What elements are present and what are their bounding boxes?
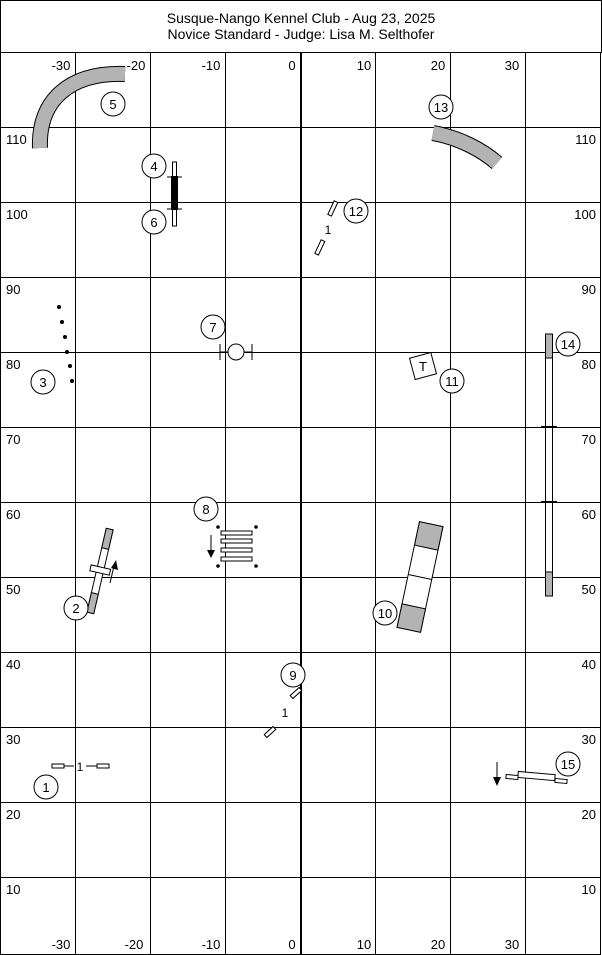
- y-tick-label: 90: [6, 282, 20, 297]
- svg-text:9: 9: [289, 668, 296, 683]
- y-tick-label: 40: [582, 657, 596, 672]
- y-tick-label: 70: [582, 432, 596, 447]
- marker-10: 10: [372, 600, 398, 626]
- jump-1: 1: [51, 760, 110, 774]
- svg-text:5: 5: [109, 97, 116, 112]
- svg-text:3: 3: [39, 375, 46, 390]
- grid-vertical: [75, 53, 526, 955]
- x-axis-top: -30 -20 -10 0 10 20 30: [52, 58, 520, 73]
- x-tick-label: 0: [288, 58, 295, 73]
- y-tick-label: 110: [575, 132, 596, 147]
- x-tick-label: 30: [505, 937, 519, 952]
- tunnel-13: [431, 125, 503, 170]
- y-tick-label: 30: [582, 732, 596, 747]
- jump-15: [493, 762, 568, 786]
- y-tick-label: 20: [6, 807, 20, 822]
- x-tick-label: -30: [52, 937, 71, 952]
- svg-text:10: 10: [378, 606, 392, 621]
- svg-text:11: 11: [445, 374, 459, 389]
- marker-7: 7: [200, 314, 226, 340]
- y-tick-label: 60: [6, 507, 20, 522]
- x-tick-label: -10: [202, 937, 221, 952]
- y-tick-label: 50: [6, 582, 20, 597]
- svg-text:14: 14: [561, 337, 575, 352]
- svg-text:7: 7: [209, 320, 216, 335]
- y-tick-label: 10: [6, 882, 20, 897]
- marker-1: 1: [33, 774, 59, 800]
- x-tick-label: 10: [357, 937, 371, 952]
- tire-7: [219, 343, 253, 361]
- x-tick-label: 10: [357, 58, 371, 73]
- table-11: T: [408, 351, 438, 381]
- obstacle-4-6: [167, 161, 182, 227]
- svg-text:2: 2: [72, 601, 79, 616]
- jump-1-label: 1: [77, 760, 84, 774]
- x-tick-label: 0: [288, 937, 295, 952]
- svg-text:4: 4: [150, 159, 157, 174]
- tunnel-5: [31, 65, 126, 149]
- aframe-10: [396, 521, 444, 633]
- x-tick-label: 20: [431, 58, 445, 73]
- table-label: T: [419, 359, 427, 374]
- marker-8: 8: [193, 496, 219, 522]
- y-tick-label: 10: [582, 882, 596, 897]
- course-header: Susque-Nango Kennel Club - Aug 23, 2025 …: [0, 0, 602, 53]
- jump-9-label: 1: [282, 706, 289, 720]
- marker-14: 14: [555, 331, 581, 357]
- y-axis-left: 110 100 90 80 70 60 50 40 30 20 10: [6, 132, 28, 897]
- y-tick-label: 100: [574, 207, 596, 222]
- marker-2: 2: [63, 595, 89, 621]
- course-title: Susque-Nango Kennel Club - Aug 23, 2025: [166, 10, 436, 26]
- x-axis-bottom: -30 -20 -10 0 10 20 30: [52, 937, 520, 952]
- x-tick-label: -10: [202, 58, 221, 73]
- y-tick-label: 110: [6, 132, 27, 147]
- x-tick-label: -20: [127, 58, 146, 73]
- marker-12: 12: [343, 198, 369, 224]
- svg-text:8: 8: [202, 502, 209, 517]
- y-tick-label: 90: [582, 282, 596, 297]
- y-tick-label: 70: [6, 432, 20, 447]
- marker-5: 5: [100, 91, 126, 117]
- marker-4: 4: [141, 153, 167, 179]
- marker-15: 15: [555, 751, 581, 777]
- y-tick-label: 100: [6, 207, 28, 222]
- jump-12: 1: [314, 200, 339, 256]
- x-tick-label: 30: [505, 58, 519, 73]
- y-tick-label: 50: [582, 582, 596, 597]
- y-tick-label: 20: [582, 807, 596, 822]
- marker-11: 11: [439, 368, 465, 394]
- jump-12-label: 1: [325, 223, 332, 237]
- marker-13: 13: [428, 94, 454, 120]
- y-tick-label: 80: [6, 357, 20, 372]
- marker-6: 6: [141, 209, 167, 235]
- x-tick-label: -20: [125, 937, 144, 952]
- svg-text:13: 13: [434, 100, 448, 115]
- weave-poles-3: [57, 305, 74, 383]
- y-tick-label: 30: [6, 732, 20, 747]
- seesaw-2: [86, 527, 118, 615]
- marker-9: 9: [280, 662, 306, 688]
- broad-jump-8: [207, 525, 258, 568]
- y-tick-label: 80: [582, 357, 596, 372]
- y-tick-label: 40: [6, 657, 20, 672]
- marker-3: 3: [30, 369, 56, 395]
- svg-text:6: 6: [150, 215, 157, 230]
- dogwalk-14: [541, 333, 557, 597]
- y-tick-label: 60: [582, 507, 596, 522]
- grid-horizontal: [0, 127, 600, 878]
- course-subtitle: Novice Standard - Judge: Lisa M. Selthof…: [167, 26, 435, 42]
- x-tick-label: -30: [52, 58, 71, 73]
- jump-9: 1: [263, 686, 303, 739]
- svg-text:1: 1: [42, 780, 49, 795]
- number-markers: 1 2 3 4 5 6 7 8 9 10 11 12 13 14 15: [30, 91, 581, 800]
- y-axis-right: 110 100 90 80 70 60 50 40 30 20 10: [574, 132, 596, 897]
- x-tick-label: 20: [431, 937, 445, 952]
- svg-text:15: 15: [561, 757, 575, 772]
- svg-text:12: 12: [349, 204, 363, 219]
